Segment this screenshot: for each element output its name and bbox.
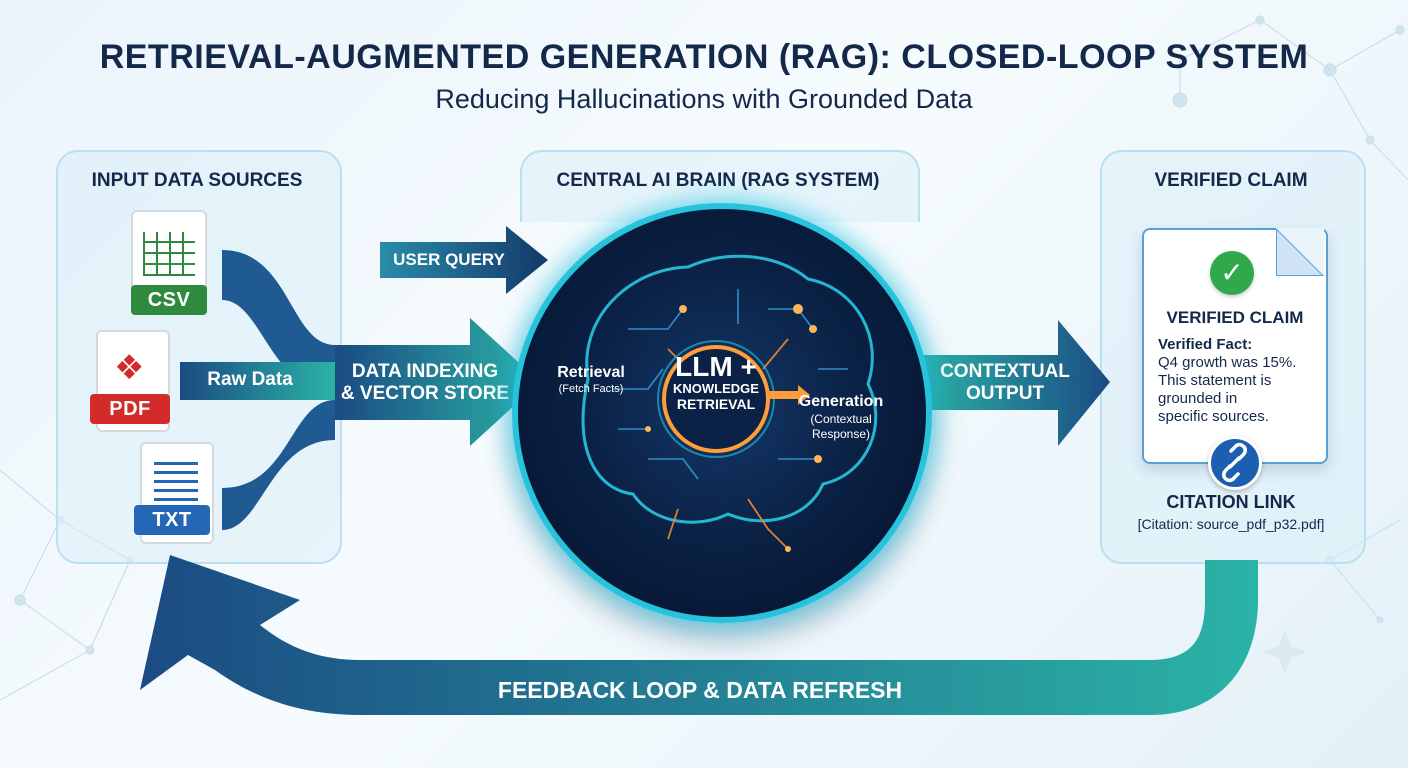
fact-line-1: Q4 growth was 15%. — [1158, 354, 1297, 371]
indexing-label-line2: & VECTOR STORE — [340, 383, 510, 404]
check-icon: ✓ — [1210, 251, 1254, 295]
feedback-loop-label: FEEDBACK LOOP & DATA REFRESH — [497, 677, 903, 703]
fact-line-3: grounded in — [1158, 390, 1238, 407]
fact-line-4: specific sources. — [1158, 408, 1269, 425]
feedback-loop-arrow — [140, 555, 1258, 715]
text-lines — [154, 462, 198, 502]
contextual-output-line2: OUTPUT — [965, 383, 1045, 404]
user-query-arrow — [380, 226, 548, 294]
txt-badge: TXT — [134, 505, 210, 535]
csv-merge-arrow — [222, 250, 335, 392]
citation-text[interactable]: [Citation: source_pdf_p32.pdf] — [1137, 516, 1325, 532]
core-label-line2: KNOWLEDGE — [673, 381, 759, 396]
retrieval-sublabel: (Fetch Facts) — [558, 383, 624, 395]
indexing-label-line1: DATA INDEXING — [351, 361, 499, 382]
user-query-label: USER QUERY — [393, 250, 505, 269]
generation-sublabel-line1: (Contextual — [810, 412, 872, 426]
fact-label: Verified Fact: — [1158, 336, 1253, 353]
contextual-output-arrow — [918, 320, 1110, 446]
csv-badge: CSV — [131, 285, 207, 315]
card-heading: VERIFIED CLAIM — [1166, 308, 1304, 327]
core-label-line1: LLM + — [675, 351, 757, 382]
citation-link-title: CITATION LINK — [1166, 492, 1296, 512]
diagram-subtitle: Reducing Hallucinations with Grounded Da… — [435, 84, 973, 114]
pdf-badge: PDF — [90, 394, 170, 424]
txt-merge-arrow — [222, 400, 335, 530]
diagram-title: RETRIEVAL-AUGMENTED GENERATION (RAG): CL… — [99, 38, 1309, 76]
retrieval-label: Retrieval — [557, 364, 625, 381]
core-label-line3: RETRIEVAL — [676, 396, 756, 412]
generation-label: Generation — [798, 393, 884, 410]
generation-sublabel-line2: Response) — [811, 427, 871, 441]
spreadsheet-grid — [143, 232, 195, 276]
ai-brain-circle — [512, 203, 932, 623]
pdf-symbol: ❖ — [114, 349, 145, 387]
chain-link-icon — [1222, 442, 1247, 483]
page-fold-icon — [1276, 228, 1324, 276]
brain-circuit-icon — [581, 254, 878, 552]
raw-data-label: Raw Data — [207, 369, 293, 390]
raw-data-arrow — [180, 362, 335, 400]
verified-claim-panel-title: VERIFIED CLAIM — [1154, 170, 1308, 191]
input-sources-title: INPUT DATA SOURCES — [91, 170, 303, 191]
fact-line-2: This statement is — [1158, 372, 1272, 389]
contextual-output-line1: CONTEXTUAL — [940, 361, 1070, 382]
citation-link-button[interactable] — [1208, 436, 1262, 490]
indexing-arrow — [335, 318, 540, 446]
central-brain-title: CENTRAL AI BRAIN (RAG SYSTEM) — [556, 170, 880, 191]
